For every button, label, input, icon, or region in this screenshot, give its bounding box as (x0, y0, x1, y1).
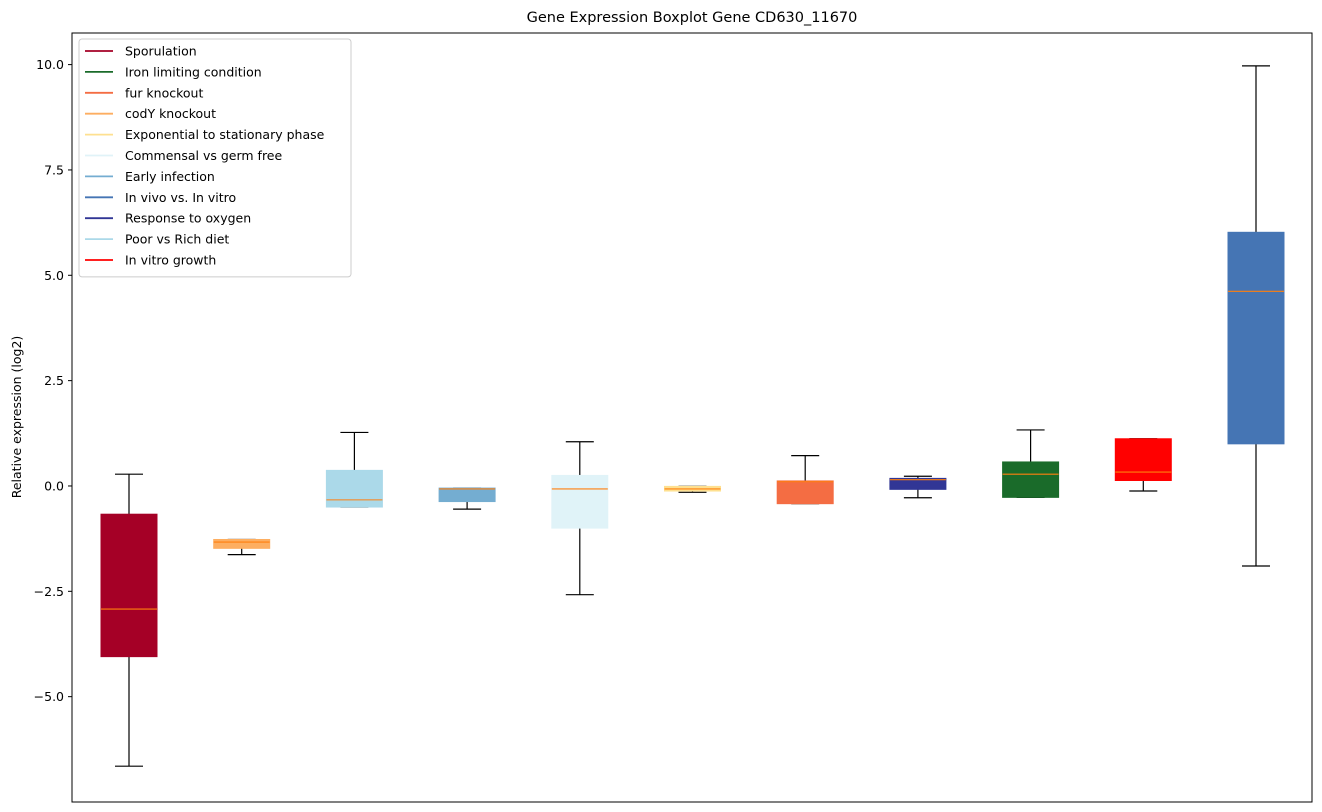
legend-label: Early infection (125, 169, 215, 184)
box-series (213, 538, 271, 556)
box-series (1002, 429, 1060, 498)
box-series (438, 487, 496, 510)
y-tick-label: 7.5 (44, 162, 64, 177)
legend-label: In vivo vs. In vitro (125, 190, 236, 205)
legend-label: codY knockout (125, 106, 216, 121)
box-series (776, 455, 834, 505)
box-rect (889, 477, 947, 490)
box-series (551, 441, 609, 596)
box-series (889, 475, 947, 499)
box-series (1227, 65, 1285, 567)
plot-frame (71, 32, 1313, 803)
legend-label: Commensal vs germ free (125, 148, 282, 163)
legend-label: Sporulation (125, 44, 197, 59)
y-tick-label: −5.0 (34, 689, 64, 704)
box-rect (776, 480, 834, 505)
legend-label: Poor vs Rich diet (125, 232, 229, 247)
box-series (100, 473, 158, 767)
y-axis-label: Relative expression (log2) (9, 336, 24, 499)
legend-label: Iron limiting condition (125, 64, 262, 79)
legend-label: fur knockout (125, 85, 203, 100)
box-series (664, 485, 721, 493)
y-tick-label: 5.0 (44, 268, 64, 283)
box-rect (1114, 438, 1172, 481)
box-series (325, 431, 383, 508)
box-series (1114, 438, 1172, 492)
chart-title: Gene Expression Boxplot Gene CD630_11670 (527, 10, 858, 26)
y-tick-label: 10.0 (36, 57, 64, 72)
box-rect (1227, 231, 1285, 445)
box-rect (1002, 461, 1060, 498)
legend-label: Exponential to stationary phase (125, 127, 325, 142)
y-tick-label: 0.0 (44, 478, 64, 493)
plot-area (100, 65, 1285, 767)
box-rect (438, 487, 496, 503)
legend-label: Response to oxygen (125, 211, 251, 226)
legend-label: In vitro growth (125, 253, 216, 268)
box-rect (100, 513, 158, 658)
y-tick-label: 2.5 (44, 373, 64, 388)
box-rect (551, 474, 609, 529)
y-tick-label: −2.5 (34, 584, 64, 599)
y-axis: −5.0 −2.5 0.0 2.5 5.0 7.5 10.0 (34, 57, 72, 704)
box-rect (325, 469, 383, 508)
legend-frame (78, 38, 352, 278)
box-rect (213, 538, 271, 549)
